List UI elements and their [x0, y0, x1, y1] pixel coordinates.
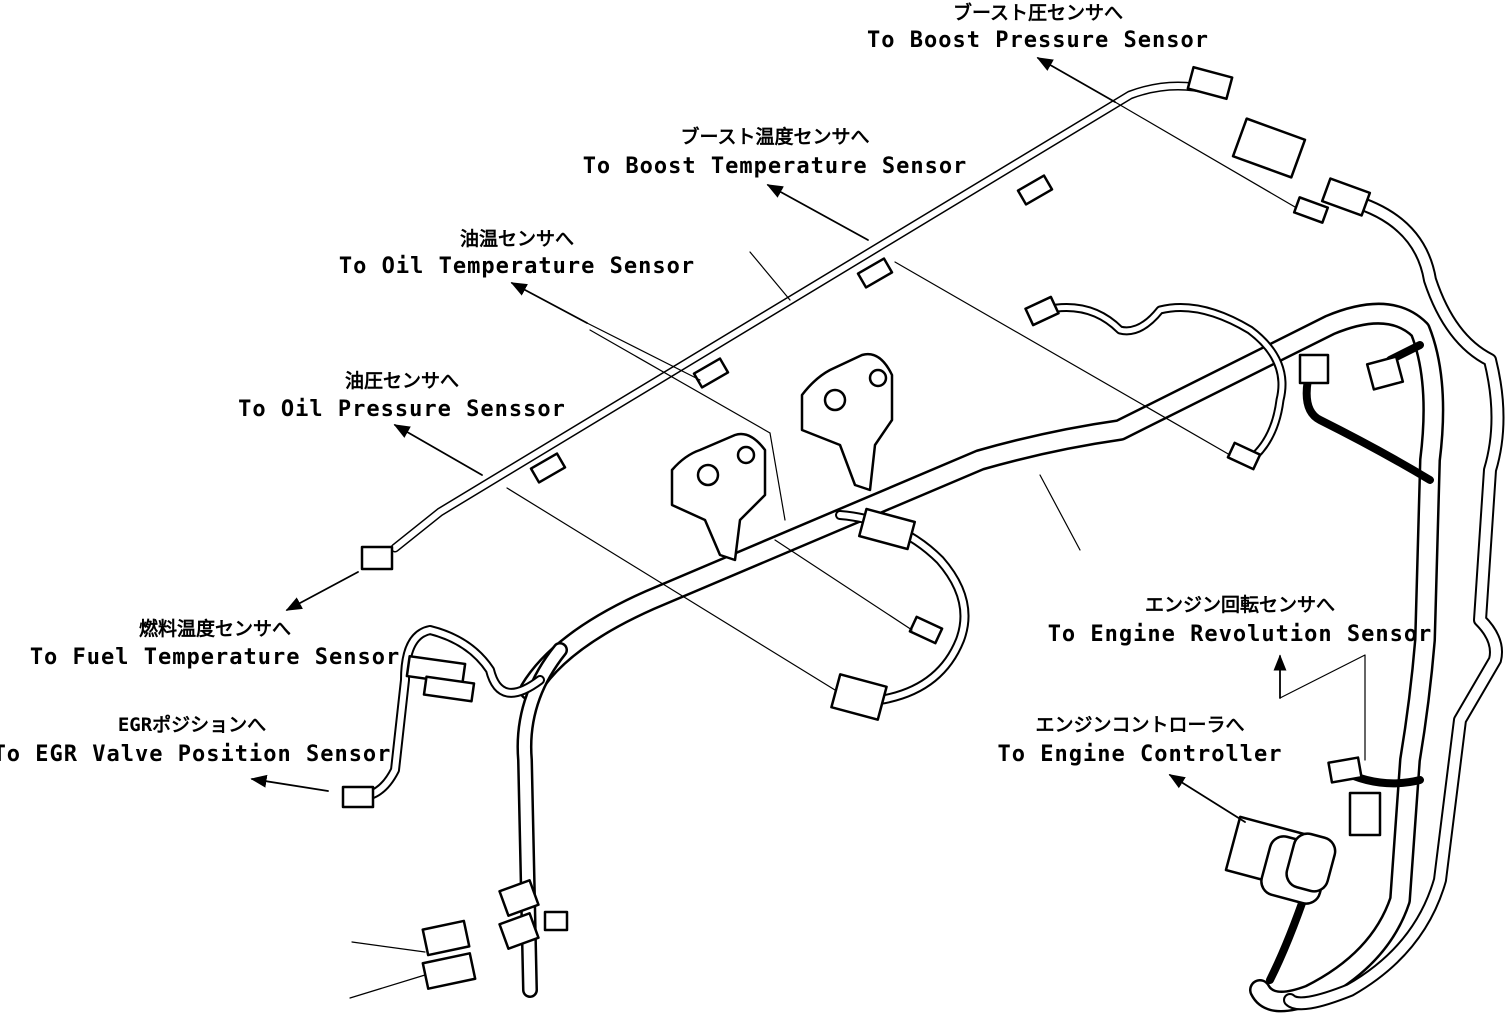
egr-label: To EGR Valve Position Sensor: [0, 742, 392, 767]
boost-temperature-label: To Boost Temperature Sensor: [582, 154, 968, 179]
loose-connectors: [421, 919, 477, 990]
left-drop-bundle: [516, 642, 568, 998]
boost-temperature-label-jp: ブースト温度センサへ: [680, 126, 870, 148]
fuel-temperature-label: To Fuel Temperature Sensor: [29, 645, 401, 670]
oil-pressure-label: To Oil Pressure Senssor: [238, 397, 566, 422]
engine-controller-label-jp: エンジンコントローラへ: [1035, 714, 1245, 736]
fuel-temp-connector: [360, 545, 394, 571]
revolution-connector: [1327, 756, 1363, 784]
egr-label-jp: EGRポジションへ: [117, 714, 267, 736]
main-harness-trunk: [519, 302, 1445, 1013]
engine-revolution-label-jp: エンジン回転センサへ: [1144, 594, 1336, 616]
oil-temperature-label-jp: 油温センサへ: [459, 228, 575, 250]
boost-pressure-label: To Boost Pressure Sensor: [867, 28, 1209, 53]
egr-loop-wire: [365, 625, 545, 800]
boost-pressure-label-jp: ブースト圧センサへ: [952, 2, 1124, 24]
engine-revolution-label: To Engine Revolution Sensor: [1047, 622, 1433, 647]
fuel-temperature-label-jp: 燃料温度センサへ: [138, 618, 292, 640]
mounting-bracket-left: [670, 432, 767, 562]
oil-temperature-label: To Oil Temperature Sensor: [338, 254, 696, 279]
oil-pressure-label-jp: 油圧センサへ: [344, 370, 460, 392]
right-side-bundle: [1283, 193, 1505, 1011]
top-right-connector: [1320, 177, 1372, 217]
mounting-bracket-right: [800, 352, 894, 492]
mid-connector: [830, 673, 888, 721]
boost-pressure-connector: [1231, 117, 1307, 179]
upper-middle-branch: [1040, 303, 1287, 465]
arrows: [250, 57, 1287, 823]
engine-controller-label: To Engine Controller: [997, 742, 1283, 767]
egr-connector: [341, 785, 375, 809]
engine-controller-connector: [1224, 815, 1337, 905]
